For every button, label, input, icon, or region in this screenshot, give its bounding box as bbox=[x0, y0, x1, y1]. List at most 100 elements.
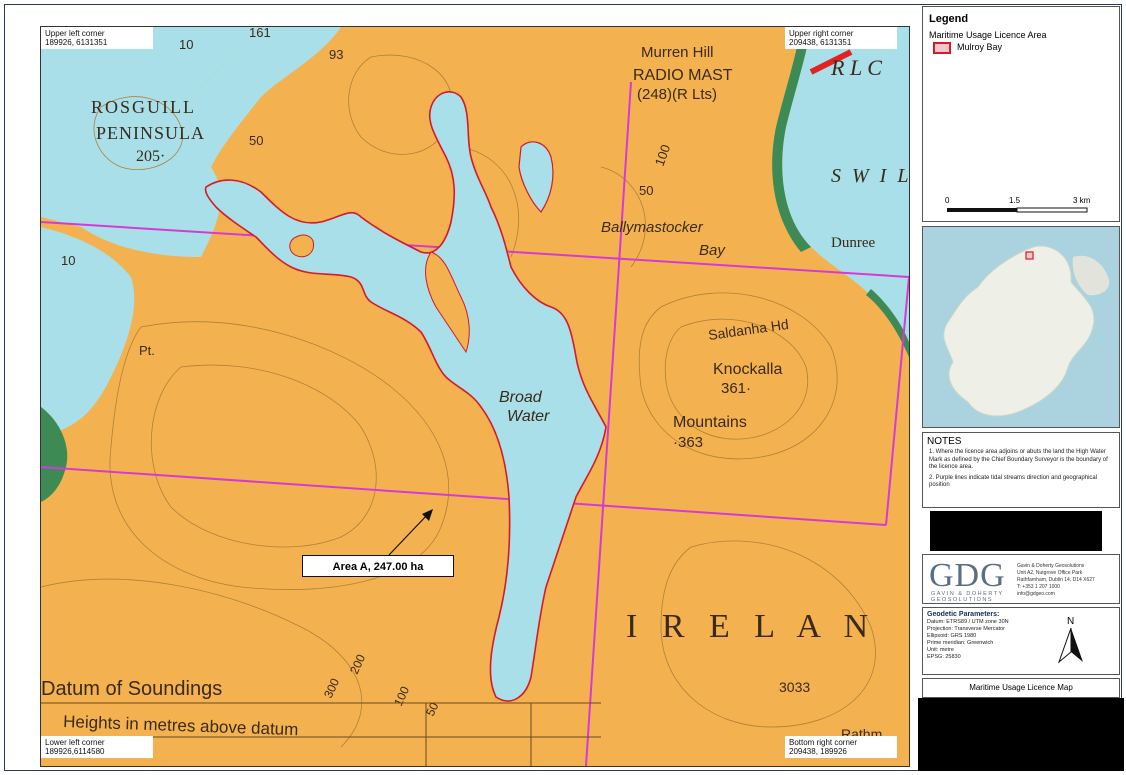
label-10b: 10 bbox=[61, 253, 75, 268]
sea-northwest bbox=[41, 27, 251, 257]
geodetic-ellipsoid: Ellipsoid: GRS 1980 bbox=[927, 633, 977, 639]
redacted-block-1 bbox=[930, 511, 1102, 551]
company-phone: T: +353 1 207 1000 bbox=[1017, 584, 1060, 590]
corner-upper-right: Upper right corner 209438, 6131351 bbox=[785, 27, 897, 49]
legend-item-mulroy-bay: Mulroy Bay bbox=[929, 41, 1119, 54]
label-knockalla: Knockalla bbox=[713, 361, 782, 378]
notes-title: NOTES bbox=[927, 436, 962, 447]
label-murren-hill: Murren Hill bbox=[641, 44, 714, 61]
legend-title: Legend bbox=[929, 13, 969, 25]
ireland-shape bbox=[943, 245, 1095, 417]
gdg-sub2: GEOSOLUTIONS bbox=[931, 597, 994, 603]
main-map[interactable]: ROSGUILL PENINSULA 205· I R E L A N R L … bbox=[40, 26, 910, 767]
geodetic-unit: Unit: metre bbox=[927, 647, 954, 653]
corner-lower-left: Lower left corner 189926,6114580 bbox=[41, 736, 153, 758]
gdg-logo: GDG bbox=[929, 557, 1006, 594]
label-ireland: I R E L A N bbox=[626, 608, 876, 645]
note-2: 2. Purple lines indicate tidal streams d… bbox=[929, 474, 1098, 489]
map-title: Maritime Usage Licence Map bbox=[969, 683, 1073, 692]
label-3033: 3033 bbox=[779, 679, 810, 695]
label-205: 205· bbox=[136, 148, 165, 165]
label-10a: 10 bbox=[179, 37, 193, 52]
green-coast-east bbox=[772, 27, 811, 252]
label-pt: Pt. bbox=[139, 343, 155, 358]
red-road bbox=[809, 49, 853, 75]
legend-panel: Legend Maritime Usage Licence Area Mulro… bbox=[922, 6, 1120, 222]
redacted-block-2 bbox=[918, 698, 1124, 771]
label-rosguill: ROSGUILL bbox=[91, 97, 196, 117]
label-depth-50: 50 bbox=[423, 700, 441, 718]
northern-ireland-shape bbox=[1072, 255, 1110, 296]
inset-location-marker bbox=[1025, 251, 1034, 260]
geodetic-panel: Geodetic Parameters: Datum: ETRS89 / UTM… bbox=[922, 607, 1120, 675]
scale-tick-1: 1.5 bbox=[1009, 196, 1021, 205]
inset-canvas bbox=[943, 245, 1110, 417]
corner-br-label: Bottom right corner bbox=[789, 738, 858, 747]
scale-tick-2: 3 km bbox=[1073, 196, 1091, 205]
green-coast-west bbox=[41, 407, 68, 502]
company-address-2: Rathfarnham, Dublin 14, D14 X627 bbox=[1017, 577, 1095, 583]
north-arrow-icon: N bbox=[1057, 616, 1083, 664]
label-50b: 50 bbox=[639, 183, 653, 198]
label-broad: Broad bbox=[499, 389, 543, 406]
island-1 bbox=[425, 251, 470, 354]
gdg-sub1: GAVIN & DOHERTY bbox=[931, 591, 1004, 597]
label-swil: S W I L bbox=[831, 165, 909, 187]
label-mountains: Mountains bbox=[673, 414, 747, 431]
scale-bar: 0 1.5 3 km bbox=[945, 196, 1091, 213]
sea-north-channel bbox=[190, 27, 341, 167]
corner-ll-label: Lower left corner bbox=[45, 738, 105, 747]
legend-heading: Maritime Usage Licence Area bbox=[929, 30, 1047, 40]
label-ballymastocker: Ballymastocker bbox=[601, 219, 704, 236]
label-50a: 50 bbox=[249, 133, 263, 148]
note-1: 1. Where the licence area adjoins or abu… bbox=[929, 449, 1108, 470]
area-a-label: Area A, 247.00 ha bbox=[302, 555, 454, 577]
company-name: Gavin & Doherty Geosolutions bbox=[1017, 563, 1085, 569]
label-dunree: Dunree bbox=[831, 235, 875, 251]
company-email: info@gdgeo.com bbox=[1017, 591, 1055, 597]
area-arrow-head bbox=[422, 509, 433, 521]
sea-west bbox=[41, 227, 135, 437]
geodetic-epsg: EPSG: 25830 bbox=[927, 654, 961, 660]
label-rl: R L C bbox=[830, 55, 882, 80]
label-bay: Bay bbox=[699, 242, 726, 259]
corner-ur-label: Upper right corner bbox=[789, 29, 854, 38]
geodetic-title: Geodetic Parameters: bbox=[927, 611, 1000, 618]
green-coast-dunree bbox=[866, 289, 909, 357]
label-datum: Datum of Soundings bbox=[41, 678, 222, 700]
map-canvas: ROSGUILL PENINSULA 205· I R E L A N R L … bbox=[41, 27, 909, 766]
corner-br-coords: 209438, 189926 bbox=[789, 747, 847, 756]
label-peninsula: PENINSULA bbox=[96, 123, 205, 143]
label-93: 93 bbox=[329, 47, 343, 62]
map-title-panel: Maritime Usage Licence Map bbox=[922, 678, 1120, 698]
label-161: 161 bbox=[249, 27, 271, 40]
corner-ul-label: Upper left corner bbox=[45, 29, 105, 38]
gdg-logo-subtitle: GAVIN & DOHERTY GEOSOLUTIONS bbox=[931, 591, 1004, 603]
page-frame bbox=[4, 4, 1122, 771]
geodetic-meridian: Prime meridian: Greenwich bbox=[927, 640, 994, 646]
geodetic-projection: Projection: Transverse Mercator bbox=[927, 626, 1005, 632]
label-361: 361· bbox=[721, 380, 751, 397]
label-radio-mast-height: (248)(R Lts) bbox=[637, 86, 717, 103]
corner-upper-left: Upper left corner 189926, 6131351 bbox=[41, 27, 153, 49]
corner-ur-coords: 209438, 6131351 bbox=[789, 38, 852, 47]
company-info: Gavin & Doherty Geosolutions Unit A2, Nu… bbox=[1017, 563, 1095, 598]
company-address-1: Unit A2, Nutgrove Office Park bbox=[1017, 570, 1083, 576]
area-arrow-line bbox=[388, 512, 430, 556]
corner-ul-coords: 189926, 6131351 bbox=[45, 38, 108, 47]
label-water: Water bbox=[507, 408, 550, 425]
company-panel: GDG GAVIN & DOHERTY GEOSOLUTIONS Gavin &… bbox=[922, 554, 1120, 604]
corner-bottom-right: Bottom right corner 209438, 189926 bbox=[785, 736, 897, 758]
label-100: 100 bbox=[652, 143, 674, 169]
label-radio-mast: RADIO MAST bbox=[633, 67, 733, 84]
north-label: N bbox=[1067, 616, 1074, 627]
corner-ll-coords: 189926,6114580 bbox=[45, 747, 105, 756]
location-inset-map[interactable] bbox=[922, 226, 1120, 428]
notes-panel: NOTES 1. Where the licence area adjoins … bbox=[922, 432, 1120, 508]
island-2 bbox=[289, 234, 315, 258]
licence-area-north-arm bbox=[518, 141, 554, 213]
geodetic-datum: Datum: ETRS89 / UTM zone 30N bbox=[927, 619, 1009, 625]
scale-tick-0: 0 bbox=[945, 196, 950, 205]
legend-item-label: Mulroy Bay bbox=[957, 42, 1003, 52]
licence-swatch-icon bbox=[933, 41, 951, 54]
